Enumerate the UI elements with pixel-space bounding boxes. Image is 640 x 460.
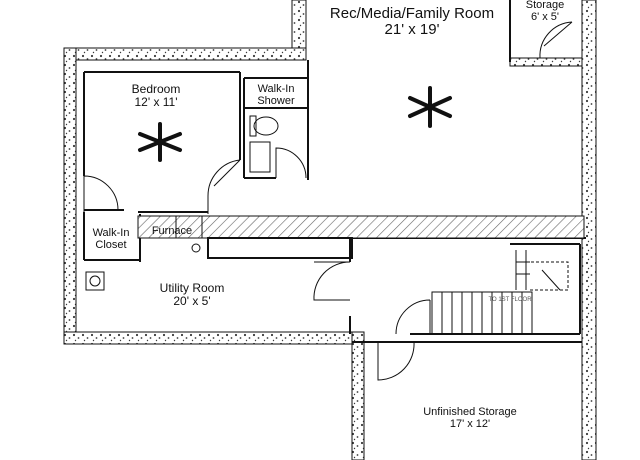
closet-name-line2: Closet [95, 239, 126, 251]
closet-door[interactable] [83, 175, 120, 212]
shower-name-line2: Shower [257, 95, 295, 107]
shower-door[interactable] [275, 147, 307, 179]
bedroom-size: 12' x 11' [134, 95, 177, 109]
wall-top-left [63, 47, 307, 61]
wall-utility-bottom [63, 331, 365, 345]
storage-size: 6' x 5' [531, 11, 559, 23]
closet-name-line1: Walk-In [93, 227, 130, 239]
stair-label: TO 1ST FLOOR [488, 297, 532, 303]
wall-unfinished-left [351, 331, 365, 460]
toilet [253, 116, 279, 136]
fixtures [85, 115, 279, 291]
beam-band [137, 215, 585, 239]
sink [249, 141, 271, 173]
wall-storage-bottom [509, 57, 583, 67]
utility-name: Utility Room [160, 281, 225, 295]
bedroom-door[interactable] [207, 159, 241, 214]
stair-door[interactable] [395, 299, 431, 335]
furnace-name: Furnace [152, 225, 192, 237]
stairs [431, 250, 569, 335]
bedroom-name: Bedroom [132, 82, 181, 96]
ceiling-fan-icon [138, 122, 182, 162]
ceiling-fan-icon [408, 86, 452, 128]
foundation-walls [63, 0, 597, 460]
unfinished-size: 17' x 12' [450, 418, 490, 430]
storage-name: Storage [526, 0, 565, 11]
unfinished-door[interactable] [377, 341, 415, 381]
utility-door[interactable] [313, 261, 351, 301]
beam-band-end [207, 237, 353, 259]
furnace-unit [175, 215, 203, 239]
utility-size: 20' x 5' [173, 294, 210, 308]
shower-name-line1: Walk-In [258, 83, 295, 95]
storage-door[interactable] [539, 21, 573, 59]
doors [83, 21, 573, 381]
rec-room-name: Rec/Media/Family Room [330, 5, 494, 22]
unfinished-name: Unfinished Storage [423, 406, 517, 418]
rec-room-size: 21' x 19' [385, 21, 440, 38]
water-heater [85, 271, 105, 291]
wall-left [63, 47, 77, 345]
